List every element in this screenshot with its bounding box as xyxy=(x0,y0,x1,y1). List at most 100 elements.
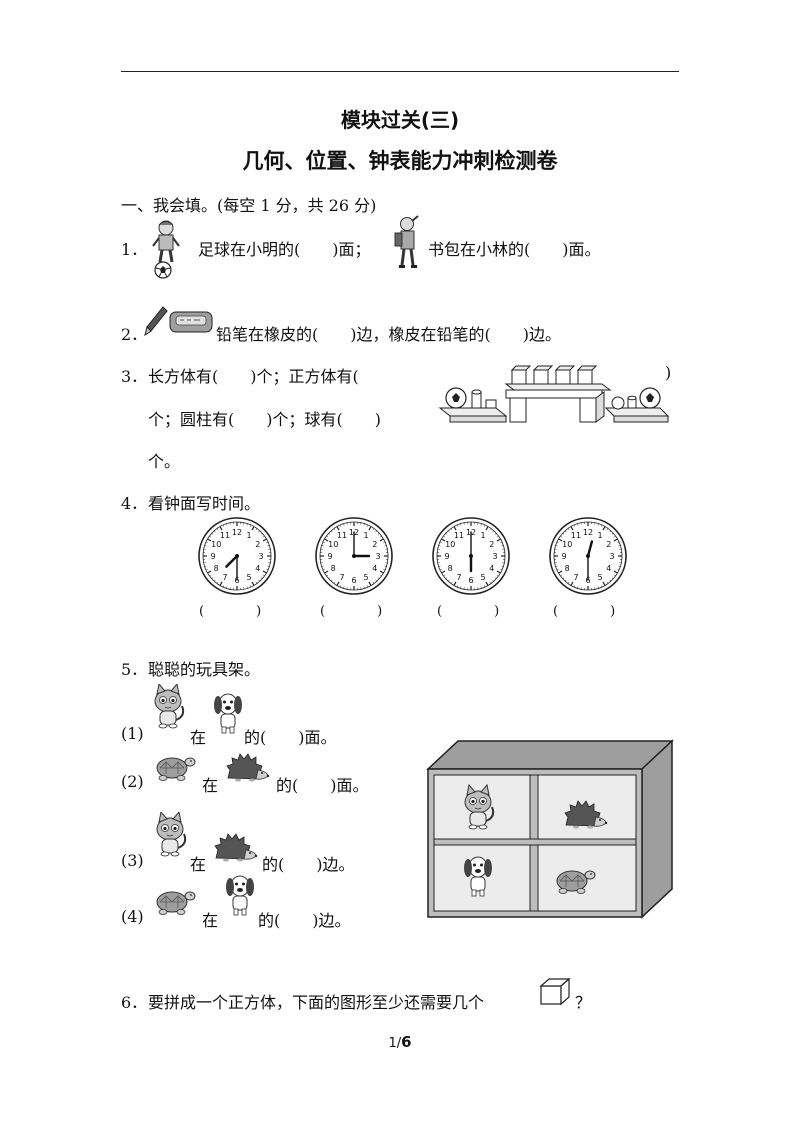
clock-numeral: 1 xyxy=(363,531,368,540)
clock-numeral: 7 xyxy=(573,573,578,582)
clock-numeral: 2 xyxy=(372,540,377,549)
clock-numeral: 4 xyxy=(606,564,611,573)
clock-numeral: 10 xyxy=(211,540,221,549)
q5-item4-end: 的( )边。 xyxy=(258,911,351,930)
page-current: 1/ xyxy=(388,1036,402,1051)
clock-numeral: 1 xyxy=(597,531,602,540)
clock-numeral: 5 xyxy=(480,573,485,582)
clock-numeral: 8 xyxy=(448,564,453,573)
clock-numeral: 9 xyxy=(327,552,332,561)
q3-line1-end: ) xyxy=(665,363,672,382)
turtle-figure xyxy=(156,757,196,781)
clock-numeral: 4 xyxy=(372,564,377,573)
q3-number: 3． xyxy=(121,367,148,386)
section-heading: 一、我会填。(每空 1 分，共 26 分) xyxy=(121,196,377,215)
dog-figure xyxy=(225,875,255,916)
page-total: 6 xyxy=(401,1033,412,1051)
q5-item2-mid: 在 xyxy=(202,776,219,795)
solid-shapes-illustration xyxy=(438,365,670,423)
clock-3-answer-blank[interactable]: ( ) xyxy=(437,604,500,619)
hedgehog-figure xyxy=(214,833,258,862)
clock-center xyxy=(469,554,473,558)
q3-line2: 个；圆柱有( )个；球有( ) xyxy=(148,410,381,429)
eraser-icon xyxy=(169,311,213,333)
clock-numeral: 7 xyxy=(456,573,461,582)
q4-number: 4． xyxy=(121,494,148,513)
clock-1-answer-blank[interactable]: ( ) xyxy=(199,604,262,619)
clock-numeral: 4 xyxy=(255,564,260,573)
q5-item4-label: (4) xyxy=(121,907,144,926)
toy-shelf-illustration xyxy=(426,739,674,919)
page-subtitle: 几何、位置、钟表能力冲刺检测卷 xyxy=(242,149,558,173)
q5-item3-end: 的( )边。 xyxy=(262,855,355,874)
q2-text: 铅笔在橡皮的( )边，橡皮在铅笔的( )边。 xyxy=(216,325,561,344)
q3-line1: 长方体有( )个；正方体有( xyxy=(148,367,359,386)
clock-numeral: 6 xyxy=(468,576,473,585)
q5-item2-label: (2) xyxy=(121,772,144,791)
top-rule xyxy=(121,71,679,72)
q5-item2-end: 的( )面。 xyxy=(276,776,369,795)
q1-part-a: 足球在小明的( )面； xyxy=(198,240,371,259)
clock-numeral: 3 xyxy=(258,552,263,561)
clock-numeral: 10 xyxy=(562,540,572,549)
hedgehog-figure xyxy=(226,753,270,782)
clock-numeral: 3 xyxy=(492,552,497,561)
clock-center xyxy=(586,554,590,558)
clock-numeral: 12 xyxy=(232,528,242,537)
q1-part-b: 书包在小林的( )面。 xyxy=(428,240,601,259)
q5-text: 聪聪的玩具架。 xyxy=(148,660,261,679)
clock-numeral: 7 xyxy=(339,573,344,582)
q3-line3: 个。 xyxy=(148,452,181,471)
clock-4-answer-blank[interactable]: ( ) xyxy=(553,604,616,619)
turtle-figure xyxy=(156,891,196,915)
q1-number: 1． xyxy=(121,240,148,259)
clock-center xyxy=(352,554,356,558)
clock-numeral: 2 xyxy=(489,540,494,549)
hour-hand xyxy=(225,554,239,568)
hour-hand xyxy=(586,540,594,558)
clock-numeral: 5 xyxy=(246,573,251,582)
q5-item3-label: (3) xyxy=(121,851,144,870)
clock-numeral: 7 xyxy=(222,573,227,582)
q5-item3-mid: 在 xyxy=(190,855,207,874)
clock-numeral: 11 xyxy=(571,531,581,540)
clock-numeral: 11 xyxy=(220,531,230,540)
clock-numeral: 9 xyxy=(210,552,215,561)
soccer-ball-icon xyxy=(154,261,172,279)
clock-numeral: 2 xyxy=(255,540,260,549)
pencil-icon xyxy=(144,306,168,337)
q6-text: 要拼成一个正方体，下面的图形至少还需要几个 xyxy=(148,993,485,1012)
clock-numeral: 9 xyxy=(444,552,449,561)
q5-number: 5． xyxy=(121,660,148,679)
clock-numeral: 3 xyxy=(375,552,380,561)
q5-item4-mid: 在 xyxy=(202,911,219,930)
clock-numeral: 10 xyxy=(328,540,338,549)
boy-with-backpack-figure xyxy=(394,215,419,268)
q5-item1-mid: 在 xyxy=(190,728,207,747)
clock-numeral: 2 xyxy=(606,540,611,549)
clock-numeral: 10 xyxy=(445,540,455,549)
cat-figure xyxy=(154,684,185,729)
clock-numeral: 11 xyxy=(337,531,347,540)
q2-number: 2． xyxy=(121,325,148,344)
clock-numeral: 1 xyxy=(246,531,251,540)
clock-numeral: 1 xyxy=(480,531,485,540)
clock-numeral: 3 xyxy=(609,552,614,561)
dog-figure xyxy=(213,693,243,734)
cat-figure xyxy=(156,812,187,857)
clock-2-answer-blank[interactable]: ( ) xyxy=(320,604,383,619)
clock-numeral: 12 xyxy=(583,528,593,537)
q4-text: 看钟面写时间。 xyxy=(148,494,261,513)
clock-center xyxy=(235,554,239,558)
page-title: 模块过关(三) xyxy=(340,108,460,132)
page-number: 1/6 xyxy=(0,1033,800,1051)
clock-numeral: 6 xyxy=(351,576,356,585)
q6-number: 6． xyxy=(121,993,148,1012)
boy-with-ball-figure xyxy=(152,220,180,279)
clock-numeral: 4 xyxy=(489,564,494,573)
cube-icon xyxy=(539,977,571,1006)
